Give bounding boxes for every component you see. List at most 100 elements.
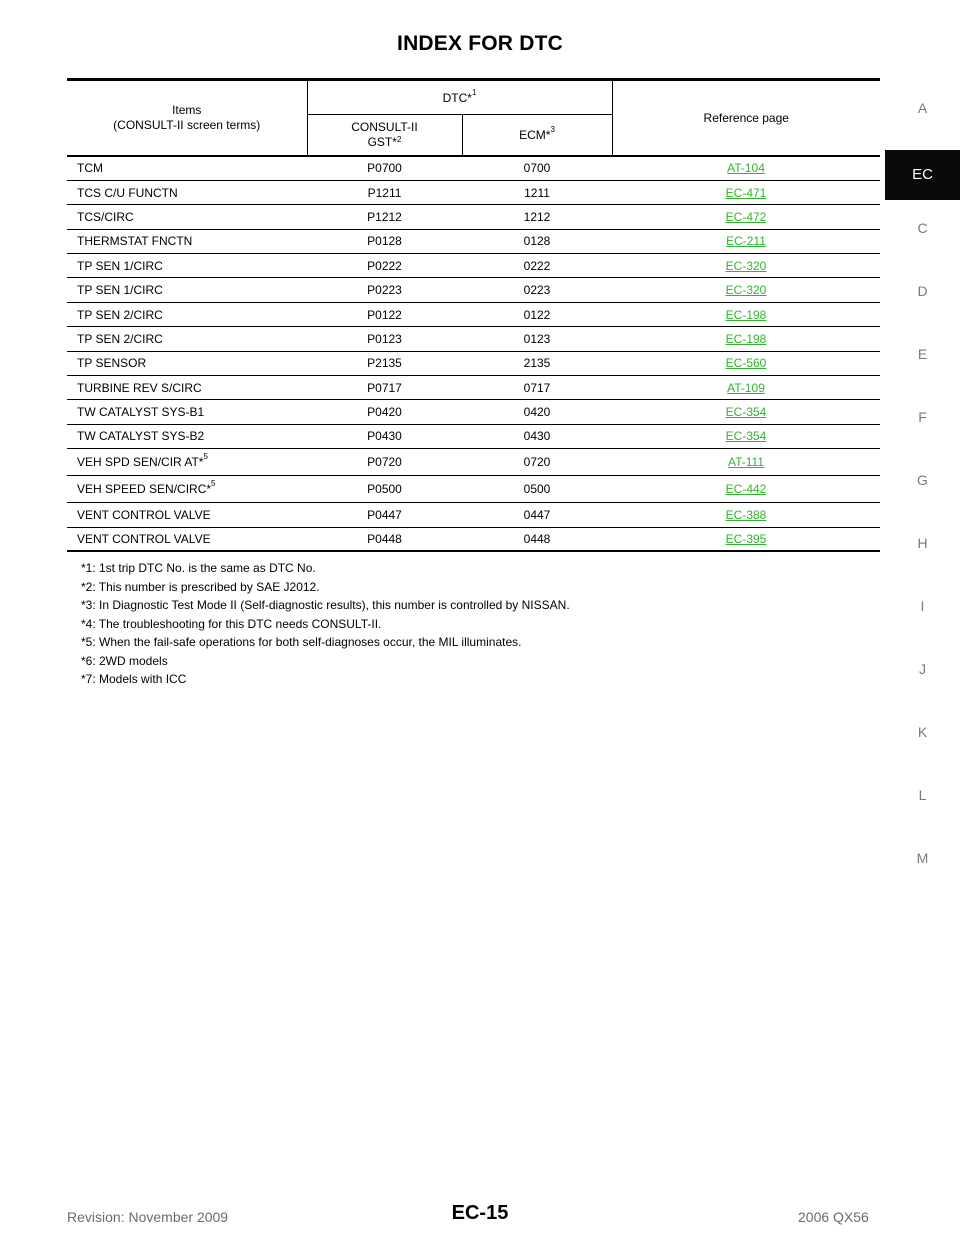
item-name: TP SEN 2/CIRC [77,307,163,322]
page-title: INDEX FOR DTC [397,32,563,55]
item-name: VEH SPD SEN/CIR AT* [77,455,204,470]
reference-link[interactable]: EC-471 [725,185,767,200]
section-tab-m[interactable]: M [916,850,929,866]
item-cell: TW CATALYST SYS-B1 [67,399,307,425]
ecm-code-cell: 0448 [462,527,612,553]
section-tab-a[interactable]: A [917,100,928,116]
ecm-code-cell: 1211 [462,180,612,206]
section-tab-h[interactable]: H [917,535,928,551]
consult-code-cell: P0447 [307,502,462,528]
ecm-code-cell: 0222 [462,253,612,279]
dtc-footnote-mark: 1 [471,87,477,97]
item-name: THERMSTAT FNCTN [77,234,193,249]
footnote-mark: 5 [203,452,208,462]
ecm-code-cell: 0720 [462,448,612,477]
ecm-code-cell: 0223 [462,277,612,303]
section-tab-i[interactable]: I [920,598,925,614]
reference-link[interactable]: EC-198 [725,307,767,322]
item-cell: TP SEN 1/CIRC [67,253,307,279]
reference-cell: EC-320 [612,253,880,279]
reference-link[interactable]: EC-198 [725,331,767,346]
footer-page-number: EC-15 [451,1202,509,1224]
reference-link[interactable]: EC-560 [725,356,767,371]
footnote: *3: In Diagnostic Test Mode II (Self-dia… [81,598,570,612]
section-tab-f[interactable]: F [918,409,927,425]
reference-link[interactable]: EC-472 [725,209,767,224]
reference-link[interactable]: EC-320 [725,283,767,298]
dtc-label: DTC* [442,90,472,105]
section-tab-e[interactable]: E [917,346,928,362]
consult-code-cell: P0122 [307,302,462,328]
item-cell: TP SENSOR [67,351,307,377]
item-cell: TCS C/U FUNCTN [67,180,307,206]
item-name: TCM [77,161,103,176]
gst-footnote-mark: 2 [396,135,402,144]
reference-cell: EC-395 [612,527,880,553]
consult-code-cell: P0222 [307,253,462,279]
ecm-footnote-mark: 3 [550,125,555,134]
item-cell: TW CATALYST SYS-B2 [67,424,307,450]
reference-cell: EC-560 [612,351,880,377]
item-name: TW CATALYST SYS-B2 [77,429,205,444]
section-tab-ec[interactable]: EC [885,150,960,200]
reference-link[interactable]: AT-104 [727,161,765,176]
ecm-code-cell: 0123 [462,326,612,352]
item-cell: VEH SPEED SEN/CIRC*5 [67,475,307,504]
item-name: TCS/CIRC [77,209,134,224]
consult-code-cell: P0223 [307,277,462,303]
item-name: TW CATALYST SYS-B1 [77,405,205,420]
reference-cell: EC-354 [612,399,880,425]
section-tab-c[interactable]: C [917,220,928,236]
item-name: TP SENSOR [77,356,147,371]
reference-cell: EC-442 [612,475,880,504]
item-cell: TCM [67,156,307,181]
consult-code-cell: P0448 [307,527,462,553]
reference-cell: AT-109 [612,375,880,401]
item-name: VEH SPEED SEN/CIRC* [77,482,212,497]
consult-code-cell: P0123 [307,326,462,352]
item-name: TP SEN 1/CIRC [77,258,163,273]
reference-link[interactable]: EC-354 [725,429,767,444]
ecm-code-cell: 0420 [462,399,612,425]
reference-link[interactable]: EC-388 [725,507,767,522]
reference-link[interactable]: EC-320 [725,258,767,273]
section-tab-g[interactable]: G [917,472,928,488]
consult-code-cell: P0720 [307,448,462,477]
ecm-code-cell: 0430 [462,424,612,450]
consult-code-cell: P1211 [307,180,462,206]
section-tab-d[interactable]: D [917,283,928,299]
reference-link[interactable]: EC-442 [725,482,767,497]
column-header-consult: CONSULT-II GST*2 [307,114,463,157]
section-tab-j[interactable]: J [919,661,926,677]
item-name: TP SEN 1/CIRC [77,283,163,298]
top-rule [67,78,880,81]
reference-link[interactable]: EC-395 [725,532,767,547]
reference-link[interactable]: EC-354 [725,405,767,420]
consult-code-cell: P1212 [307,204,462,230]
consult-code-cell: P0700 [307,156,462,181]
ecm-code-cell: 0700 [462,156,612,181]
reference-link[interactable]: EC-211 [726,234,766,249]
item-name: TCS C/U FUNCTN [77,185,178,200]
reference-cell: EC-198 [612,302,880,328]
reference-link[interactable]: AT-109 [727,380,765,395]
section-tab-l[interactable]: L [918,787,927,803]
item-name: TP SEN 2/CIRC [77,331,163,346]
consult-code-cell: P0500 [307,475,462,504]
items-label: Items [172,103,202,117]
section-tab-k[interactable]: K [917,724,928,740]
column-header-dtc: DTC*1 [307,81,613,115]
footnote: *5: When the fail-safe operations for bo… [81,635,522,649]
consult-code-cell: P2135 [307,351,462,377]
reference-link[interactable]: AT-111 [727,455,765,470]
ecm-code-cell: 2135 [462,351,612,377]
